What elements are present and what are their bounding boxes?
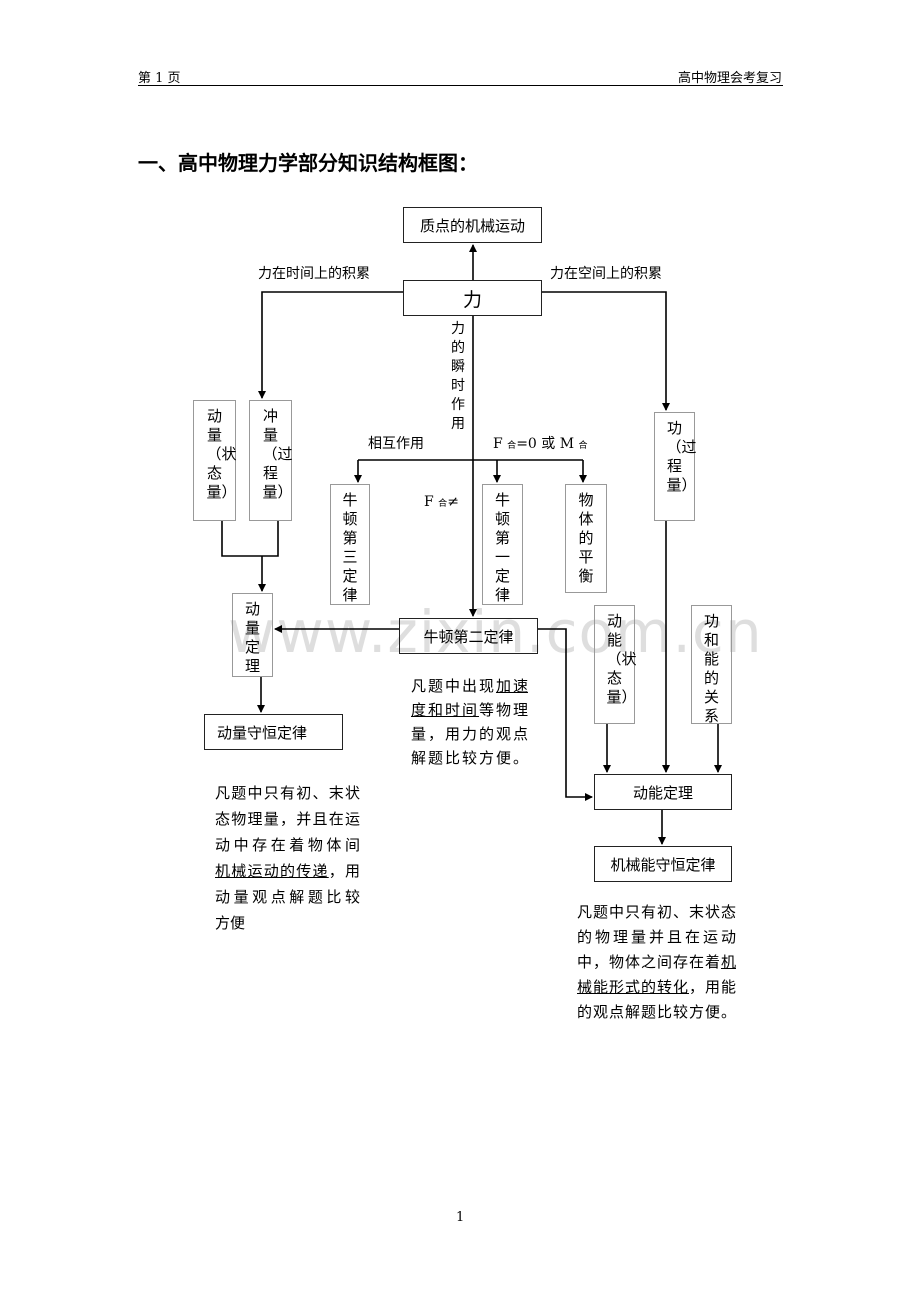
box-momentum-text: 动量（状态量） bbox=[206, 407, 237, 501]
note-text: 方便 bbox=[215, 914, 246, 932]
note-line: 的观点解题比较方便。 bbox=[577, 1000, 736, 1025]
note-text: 态物理量，并且在运 bbox=[215, 810, 360, 828]
box-kinetic-energy-theorem: 动能定理 bbox=[594, 774, 732, 810]
note-text: 凡题中只有初、末状态 bbox=[577, 903, 736, 921]
box-momentum-theorem: 动量定理 bbox=[232, 593, 273, 677]
f-symbol: F bbox=[424, 494, 434, 510]
note-line: 态物理量，并且在运 bbox=[215, 806, 360, 832]
note-underlined-text: 械能形式的转化 bbox=[577, 978, 689, 996]
label-space-accumulation: 力在空间上的积累 bbox=[550, 266, 662, 282]
arrow-newton2-to-ke-theorem bbox=[538, 628, 593, 801]
note-text: 的观点解题比较方便。 bbox=[577, 1003, 736, 1021]
document-title: 高中物理会考复习 bbox=[677, 71, 782, 86]
note-underlined-text: 度和时间 bbox=[411, 701, 479, 719]
box-impulse-text: 冲量（过程量） bbox=[262, 407, 293, 501]
note-line: 的物理量并且在运动 bbox=[577, 925, 736, 950]
box-kinetic-energy: 动能（状态量） bbox=[594, 605, 637, 724]
note-line: 机械运动的传递，用 bbox=[215, 858, 360, 884]
label-interaction: 相互作用 bbox=[368, 433, 424, 453]
box-momentum-conservation: 动量守恒定律 bbox=[204, 714, 343, 750]
box-work: 功（过程量） bbox=[654, 412, 697, 521]
box-newton2: 牛顿第二定律 bbox=[399, 618, 538, 654]
join-momentum-impulse bbox=[221, 521, 279, 557]
label-interaction-text: 相互作用 bbox=[368, 436, 424, 452]
note-text: 中，物体之间存在着 bbox=[577, 953, 721, 971]
note-text: 动量观点解题比较 bbox=[215, 888, 360, 906]
box-impulse: 冲量（过程量） bbox=[249, 400, 293, 521]
note-text: 解题比较方便。 bbox=[411, 749, 528, 767]
label-net-force-zero: F 合=0 或 M 合 bbox=[493, 433, 588, 453]
label-instant-action: 力的瞬时作用 bbox=[451, 321, 465, 432]
note-line: 量，用力的观点 bbox=[411, 722, 528, 746]
note-energy: 凡题中只有初、末状态 的物理量并且在运动 中，物体之间存在着机 械能形式的转化，… bbox=[577, 900, 736, 1025]
box-work-text: 功（过程量） bbox=[666, 419, 697, 494]
label-net-force-nonzero: F 合≠ bbox=[424, 494, 459, 510]
watermark: www.zixin.com.cn bbox=[228, 598, 763, 666]
note-underlined-text: 机械运动的传递 bbox=[215, 862, 329, 880]
page-title: 一、高中物理力学部分知识结构框图： bbox=[138, 151, 478, 175]
note-line: 解题比较方便。 bbox=[411, 746, 528, 770]
not-equal-sign: ≠ bbox=[447, 494, 459, 510]
note-text: ，用能 bbox=[688, 978, 736, 996]
box-newton1: 牛顿第一定律 bbox=[482, 484, 523, 605]
note-text: ，用 bbox=[328, 862, 360, 880]
subscript: 合 bbox=[438, 499, 448, 509]
box-work-energy-relation-text: 功和能的关系 bbox=[703, 612, 719, 725]
page-number: 1 bbox=[456, 1210, 465, 1225]
box-momentum-theorem-text: 动量定理 bbox=[244, 600, 260, 675]
box-newton3-text: 牛顿第三定律 bbox=[342, 491, 358, 604]
label-time-accumulation: 力在时间上的积累 bbox=[258, 266, 370, 282]
note-line: 凡题中只有初、末状态 bbox=[577, 900, 736, 925]
equation-text: =0 或 M bbox=[516, 436, 575, 452]
note-line: 动量观点解题比较 bbox=[215, 884, 360, 910]
box-force: 力 bbox=[403, 280, 542, 316]
box-equilibrium: 物体的平衡 bbox=[565, 484, 607, 593]
note-underlined-text: 加速 bbox=[495, 677, 528, 695]
box-equilibrium-text: 物体的平衡 bbox=[578, 491, 594, 585]
note-line: 凡题中只有初、末状 bbox=[215, 780, 360, 806]
note-text: 凡题中只有初、末状 bbox=[215, 784, 360, 802]
box-work-energy-relation: 功和能的关系 bbox=[691, 605, 732, 725]
box-newton1-text: 牛顿第一定律 bbox=[494, 491, 510, 604]
note-text: 等物理 bbox=[478, 701, 528, 719]
page-label: 第 1 页 bbox=[138, 71, 181, 86]
note-line: 度和时间等物理 bbox=[411, 698, 528, 722]
arrow-force-to-impulse bbox=[258, 291, 403, 399]
f-symbol: F bbox=[493, 436, 503, 452]
box-kinetic-energy-text: 动能（状态量） bbox=[606, 612, 637, 706]
note-line: 凡题中出现加速 bbox=[411, 674, 528, 698]
note-text: 动中存在着物体间 bbox=[215, 836, 360, 854]
box-mechanical-motion: 质点的机械运动 bbox=[403, 207, 542, 243]
note-newton2: 凡题中出现加速 度和时间等物理 量，用力的观点 解题比较方便。 bbox=[411, 674, 528, 770]
box-mech-energy-conservation: 机械能守恒定律 bbox=[594, 846, 732, 882]
box-newton3: 牛顿第三定律 bbox=[330, 484, 370, 605]
note-text: 量，用力的观点 bbox=[411, 725, 528, 743]
note-line: 方便 bbox=[215, 910, 360, 936]
note-momentum: 凡题中只有初、末状 态物理量，并且在运 动中存在着物体间 机械运动的传递，用 动… bbox=[215, 780, 360, 936]
subscript: 合 bbox=[507, 441, 517, 451]
arrow-force-to-work bbox=[542, 291, 670, 411]
box-momentum: 动量（状态量） bbox=[193, 400, 237, 521]
note-line: 中，物体之间存在着机 bbox=[577, 950, 736, 975]
note-text: 凡题中出现 bbox=[411, 677, 496, 695]
note-line: 动中存在着物体间 bbox=[215, 832, 360, 858]
note-text: 的物理量并且在运动 bbox=[577, 928, 736, 946]
subscript: 合 bbox=[578, 441, 588, 451]
note-underlined-text: 机 bbox=[720, 953, 736, 971]
header-divider bbox=[138, 85, 783, 86]
note-line: 械能形式的转化，用能 bbox=[577, 975, 736, 1000]
